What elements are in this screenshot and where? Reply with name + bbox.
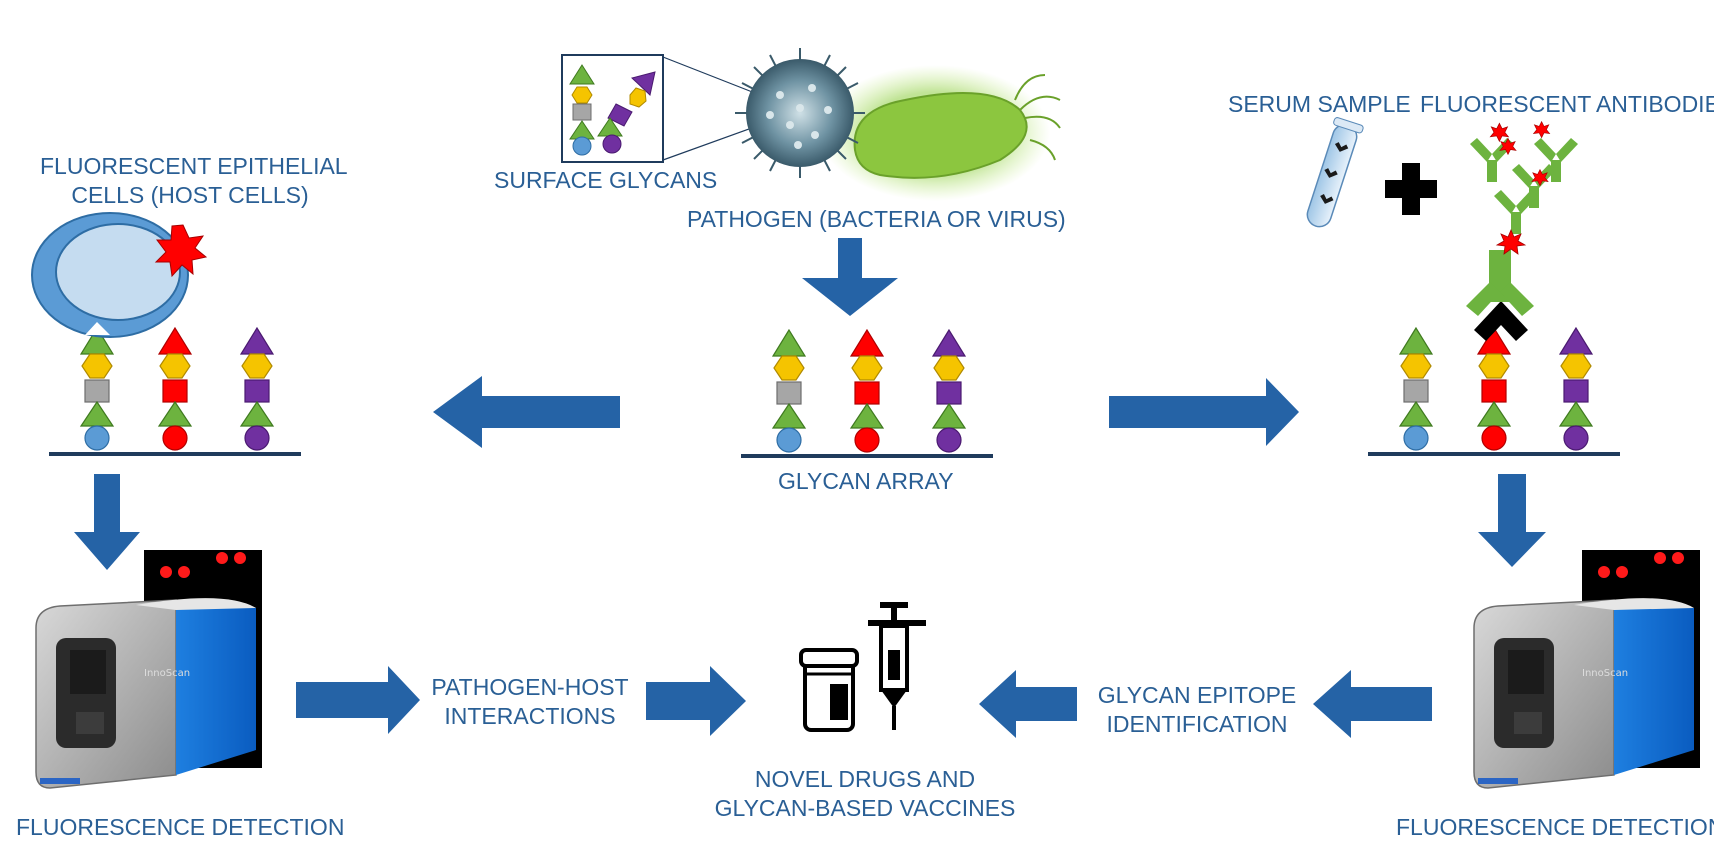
glycan-epitope-label: GLYCAN EPITOPE IDENTIFICATION — [1082, 681, 1312, 739]
arrow-down-to-right-scanner — [1478, 474, 1546, 567]
arrow-down-to-array — [802, 238, 898, 316]
test-tube-icon — [1306, 117, 1364, 228]
pathogen-host-line-1: PATHOGEN-HOST — [431, 674, 629, 700]
fluorescence-detection-right-label: FLUORESCENCE DETECTION — [1396, 814, 1714, 840]
glycan-array-center — [741, 330, 993, 458]
arrow-right-to-serum-array — [1109, 378, 1299, 446]
epitope-line-1: GLYCAN EPITOPE — [1097, 682, 1297, 708]
arrow-left-to-host-array — [433, 376, 620, 448]
surface-glycans-label: SURFACE GLYCANS — [494, 167, 718, 193]
glycan-array-right — [1368, 328, 1620, 456]
fluorescent-antibodies-label: FLUORESCENT ANTIBODIES — [1420, 91, 1714, 117]
virus-icon — [735, 48, 865, 178]
pill-bottle-icon — [799, 648, 859, 732]
drugs-line-2: GLYCAN-BASED VACCINES — [714, 795, 1016, 821]
epithelial-cells-label: FLUORESCENT EPITHELIAL CELLS (HOST CELLS… — [40, 152, 348, 210]
arrow-to-drugs — [646, 666, 746, 736]
scanner-icon — [35, 549, 263, 789]
bacterium-icon — [820, 65, 1061, 201]
arrow-from-epitope-to-drugs — [979, 670, 1077, 738]
arrow-down-to-left-scanner — [74, 474, 140, 570]
arrow-to-pathogen-host — [296, 666, 420, 734]
glycan-chain-icon — [569, 64, 595, 156]
pathogen-label: PATHOGEN (BACTERIA OR VIRUS) — [687, 206, 1066, 232]
scanner-icon — [1473, 549, 1701, 789]
glycan-array-label: GLYCAN ARRAY — [778, 468, 954, 494]
epitope-line-2: IDENTIFICATION — [1106, 711, 1288, 737]
epithelial-line-2: CELLS (HOST CELLS) — [71, 182, 309, 208]
surface-glycans-inset — [561, 54, 664, 163]
glycan-branch-icon — [597, 71, 656, 154]
plus-icon — [1385, 163, 1437, 215]
drugs-line-1: NOVEL DRUGS AND — [754, 766, 976, 792]
syringe-icon — [868, 602, 926, 730]
serum-sample-label: SERUM SAMPLE — [1228, 91, 1411, 117]
arrow-from-right-scanner — [1313, 670, 1432, 738]
fluorescence-detection-left-label: FLUORESCENCE DETECTION — [16, 814, 345, 840]
novel-drugs-vaccines-label: NOVEL DRUGS AND GLYCAN-BASED VACCINES — [700, 765, 1030, 823]
pathogen-host-line-2: INTERACTIONS — [444, 703, 616, 729]
bound-antibody-icon — [1466, 228, 1534, 341]
glycan-array-left — [49, 328, 301, 456]
host-cell-icon — [31, 212, 208, 338]
epithelial-line-1: FLUORESCENT EPITHELIAL — [40, 153, 348, 179]
pathogen-host-interactions-label: PATHOGEN-HOST INTERACTIONS — [420, 673, 640, 731]
antibody-icon — [1470, 121, 1578, 234]
